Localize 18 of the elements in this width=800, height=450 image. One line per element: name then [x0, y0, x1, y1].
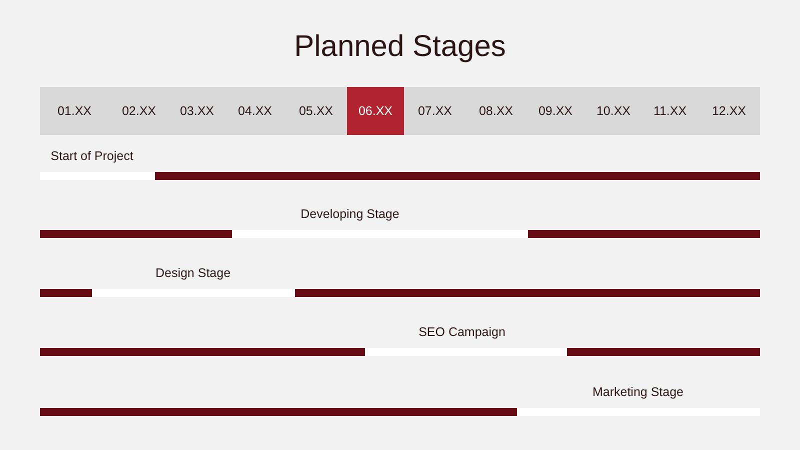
month-label: 04.XX [238, 104, 272, 118]
stage-label: Marketing Stage [592, 384, 684, 400]
month-label: 08.XX [478, 104, 514, 118]
stage-label: Start of Project [50, 148, 134, 164]
month-label: 12.XX [712, 104, 746, 118]
month-label: 05.XX [298, 104, 334, 118]
month-label: 11.XX [653, 104, 687, 118]
month-label: 03.XX [180, 104, 214, 118]
month-label: 09.XX [538, 104, 573, 118]
highlighted-month-cell: 06.XX [347, 87, 404, 135]
page-title: Planned Stages [294, 29, 506, 65]
stage-label: Design Stage [155, 265, 231, 281]
month-label: 07.XX [418, 104, 452, 118]
month-label: 01.XX [57, 104, 92, 118]
stage-label: SEO Campaign [418, 324, 506, 340]
month-label: 02.XX [122, 104, 156, 118]
stage-label: Developing Stage [300, 206, 400, 222]
month-label: 10.XX [596, 104, 631, 118]
